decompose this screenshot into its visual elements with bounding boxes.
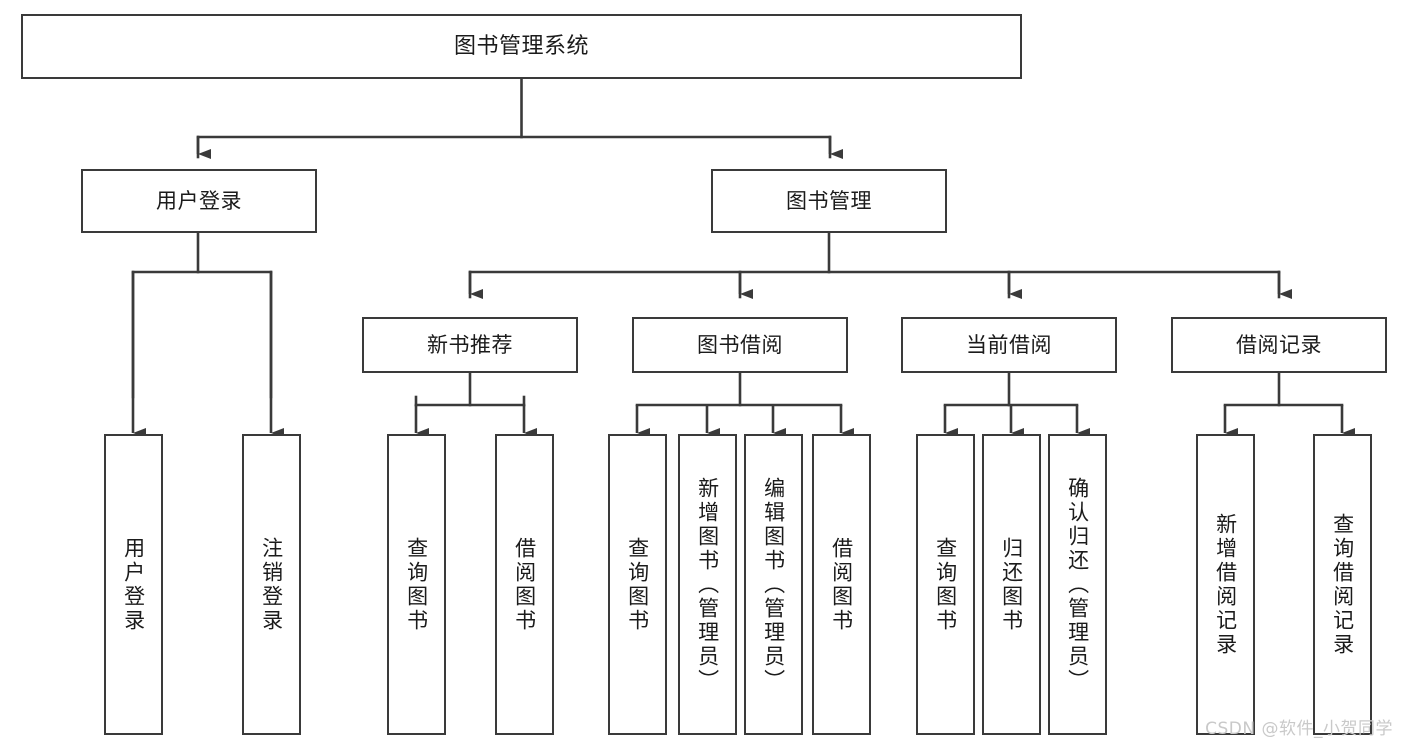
node-book-manage[interactable]: 图书管理 (711, 169, 947, 233)
node-label: 借阅图书 (512, 536, 537, 633)
node-label: 借阅记录 (1236, 332, 1322, 357)
node-label: 新增图书（管理员） (695, 476, 720, 693)
csdn-watermark: CSDN @软件_小贺同学 (1205, 719, 1393, 739)
node-label: 当前借阅 (966, 332, 1052, 357)
node-label: 查询借阅记录 (1330, 512, 1355, 657)
node-book-borrow[interactable]: 图书借阅 (632, 317, 848, 373)
node-root-book-management-system[interactable]: 图书管理系统 (21, 14, 1022, 79)
node-label: 借阅图书 (829, 536, 854, 633)
node-label: 用户登录 (156, 188, 242, 213)
node-current-borrow[interactable]: 当前借阅 (901, 317, 1117, 373)
node-leaf-borrow-book-1[interactable]: 借阅图书 (495, 434, 554, 735)
node-label: 查询图书 (933, 536, 958, 633)
node-user-login[interactable]: 用户登录 (81, 169, 317, 233)
node-label: 查询图书 (404, 536, 429, 633)
node-label: 查询图书 (625, 536, 650, 633)
node-label: 图书借阅 (697, 332, 783, 357)
node-label: 新增借阅记录 (1213, 512, 1238, 657)
node-leaf-add-book[interactable]: 新增图书（管理员） (678, 434, 737, 735)
node-label: 确认归还（管理员） (1065, 476, 1090, 693)
node-leaf-query-book-3[interactable]: 查询图书 (916, 434, 975, 735)
node-label: 编辑图书（管理员） (761, 476, 786, 693)
node-borrow-record[interactable]: 借阅记录 (1171, 317, 1387, 373)
node-label: 注销登录 (259, 536, 284, 633)
node-new-book-recommend[interactable]: 新书推荐 (362, 317, 578, 373)
node-leaf-edit-book[interactable]: 编辑图书（管理员） (744, 434, 803, 735)
node-leaf-confirm-return[interactable]: 确认归还（管理员） (1048, 434, 1107, 735)
node-leaf-borrow-book-2[interactable]: 借阅图书 (812, 434, 871, 735)
node-leaf-query-record[interactable]: 查询借阅记录 (1313, 434, 1372, 735)
node-leaf-add-record[interactable]: 新增借阅记录 (1196, 434, 1255, 735)
node-leaf-logout-login[interactable]: 注销登录 (242, 434, 301, 735)
node-label: 图书管理 (786, 188, 872, 213)
node-leaf-query-book-2[interactable]: 查询图书 (608, 434, 667, 735)
node-leaf-return-book[interactable]: 归还图书 (982, 434, 1041, 735)
node-leaf-query-book-1[interactable]: 查询图书 (387, 434, 446, 735)
node-leaf-user-login[interactable]: 用户登录 (104, 434, 163, 735)
node-label: 图书管理系统 (453, 33, 589, 59)
node-label: 归还图书 (999, 536, 1024, 633)
node-label: 用户登录 (121, 536, 146, 633)
node-label: 新书推荐 (427, 332, 513, 357)
